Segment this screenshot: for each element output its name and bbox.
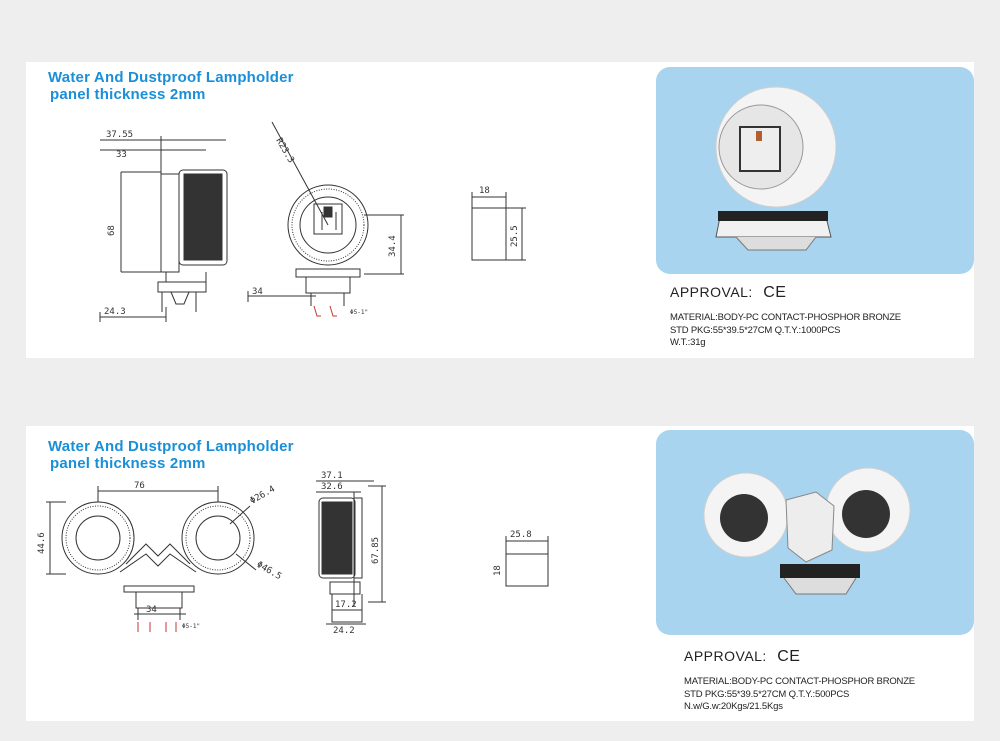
ce-mark-icon: CE xyxy=(777,648,801,665)
dim-label: Φ26.4 xyxy=(249,484,277,506)
dim-label: 33 xyxy=(116,150,127,160)
dim-label: 17.2 xyxy=(335,600,357,610)
dim-label: Φ5-1" xyxy=(350,309,368,316)
dim-label: 67.85 xyxy=(371,537,381,564)
approval-label: APPROVAL: xyxy=(670,284,753,300)
product-panel-double: Water And Dustproof Lampholder panel thi… xyxy=(26,426,974,721)
dim-label: 18 xyxy=(493,565,503,576)
dim-label: Φ5-1" xyxy=(182,623,200,630)
weight-text: N.w/G.w:20Kgs/21.5Kgs xyxy=(684,701,783,712)
material-text: MATERIAL:BODY-PC CONTACT-PHOSPHOR BRONZE xyxy=(684,676,915,687)
dim-label: 44.6 xyxy=(37,532,47,554)
approval-label: APPROVAL: xyxy=(684,648,767,664)
dim-label: R23.3 xyxy=(273,137,295,165)
spec-block: APPROVAL: CE MATERIAL:BODY-PC CONTACT-PH… xyxy=(670,284,901,350)
title-line-1: Water And Dustproof Lampholder xyxy=(48,438,294,455)
dim-label: 68 xyxy=(107,225,117,236)
package-text: STD PKG:55*39.5*27CM Q.T.Y.:1000PCS xyxy=(670,324,841,336)
lampholder-photo xyxy=(715,86,837,251)
ce-mark-icon: CE xyxy=(763,284,787,301)
dim-label: 34 xyxy=(146,605,157,615)
technical-drawing-double: 76 Φ26.4 Φ46.5 44.6 34 Φ5-1" 37.1 32.6 6… xyxy=(37,471,549,636)
material-text: MATERIAL:BODY-PC CONTACT-PHOSPHOR BRONZE xyxy=(670,312,901,323)
title-line-2: panel thickness 2mm xyxy=(50,86,206,103)
product-title: Water And Dustproof Lampholder panel thi… xyxy=(48,69,294,103)
approval-line: APPROVAL: CE xyxy=(670,284,901,302)
approval-line: APPROVAL: CE xyxy=(684,648,915,666)
dim-label: Φ46.5 xyxy=(255,560,283,582)
dim-label: 37.1 xyxy=(321,471,343,481)
dim-label: 32.6 xyxy=(321,482,343,492)
dim-label: 25.5 xyxy=(510,225,520,247)
product-photo-double xyxy=(656,430,974,635)
dim-label: 24.2 xyxy=(333,626,355,636)
dim-label: 25.8 xyxy=(510,530,532,540)
double-lampholder-photo xyxy=(703,467,911,595)
title-line-1: Water And Dustproof Lampholder xyxy=(48,69,294,86)
spec-block: APPROVAL: CE MATERIAL:BODY-PC CONTACT-PH… xyxy=(684,648,915,714)
product-photo-single xyxy=(656,67,974,274)
product-title: Water And Dustproof Lampholder panel thi… xyxy=(48,438,294,472)
dim-label: 18 xyxy=(479,186,490,196)
package-text: STD PKG:55*39.5*27CM Q.T.Y.:500PCS xyxy=(684,688,850,700)
product-panel-single: Water And Dustproof Lampholder panel thi… xyxy=(26,62,974,358)
dim-label: 34.4 xyxy=(388,235,398,257)
weight-text: W.T.:31g xyxy=(670,337,706,348)
dim-label: 37.55 xyxy=(106,130,133,140)
title-line-2: panel thickness 2mm xyxy=(50,455,206,472)
dim-label: 76 xyxy=(134,481,145,491)
dim-label: 34 xyxy=(252,287,263,297)
dim-label: 24.3 xyxy=(104,307,126,317)
technical-drawing-single: 37.55 33 68 24.3 R23.3 34.4 34 Φ5-1" 18 … xyxy=(99,121,526,322)
